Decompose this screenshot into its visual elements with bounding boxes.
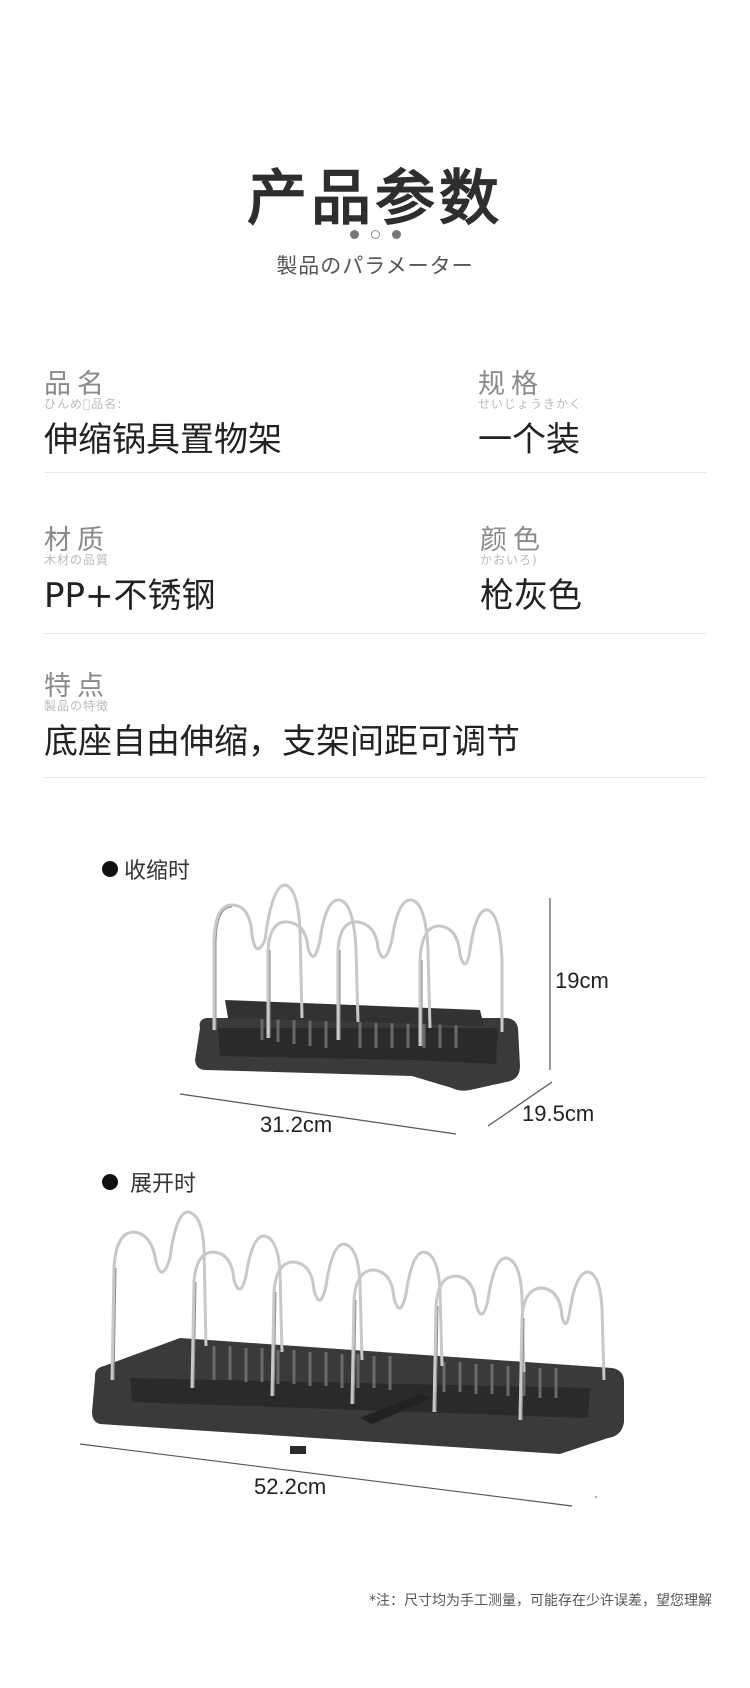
page-title: 产品参数 [247, 164, 503, 234]
dot-icon [391, 230, 401, 239]
spec-spec-sublabel: せいじょうきかく [478, 397, 583, 411]
expanded-view-label: 展开时 [102, 1166, 196, 1198]
divider [44, 633, 706, 634]
spec-spec-value: 一个装 [478, 420, 580, 460]
collapsed-depth-dim: 19.5cm [522, 1101, 595, 1126]
spec-name-value: 伸缩锅具置物架 [44, 420, 282, 460]
spec-material-value: PP+不锈钢 [44, 576, 216, 616]
collapsed-view-label: 收缩时 [102, 853, 190, 885]
footnote: *注：尺寸均为手工测量，可能存在少许误差，望您理解 [369, 1593, 712, 1609]
collapsed-length-dim: 31.2cm [260, 1112, 333, 1137]
spec-feature-label: 特点 [44, 671, 110, 702]
expanded-length-dim: 52.2cm [254, 1474, 327, 1499]
page-subtitle: 製品のパラメーター [276, 254, 474, 278]
bullet-icon [102, 861, 118, 877]
spec-spec-label: 规格 [478, 369, 544, 400]
spec-feature-value: 底座自由伸缩，支架间距可调节 [44, 722, 520, 762]
spec-color-value: 枪灰色 [480, 576, 582, 616]
spec-material-label: 材质 [44, 525, 110, 556]
dot-icon [349, 230, 359, 239]
title-dots [0, 230, 750, 239]
spec-color-label: 颜色 [480, 525, 546, 556]
bullet-icon [102, 1174, 118, 1190]
spec-material-sublabel: 木材の品質 [44, 553, 110, 567]
spec-name-label: 品名 [44, 369, 110, 400]
spec-color-sublabel: かおいろ) [480, 553, 538, 567]
collapsed-view-label-text: 收缩时 [124, 859, 191, 884]
divider [44, 777, 706, 778]
spec-name-sublabel: ひんめ 品名: [44, 397, 123, 411]
collapsed-height-dim: 19cm [555, 968, 609, 993]
divider [44, 472, 706, 473]
dot-icon [370, 230, 380, 239]
spec-feature-sublabel: 製品の特徴 [44, 699, 110, 713]
expanded-view-label-text: 展开时 [130, 1172, 197, 1197]
